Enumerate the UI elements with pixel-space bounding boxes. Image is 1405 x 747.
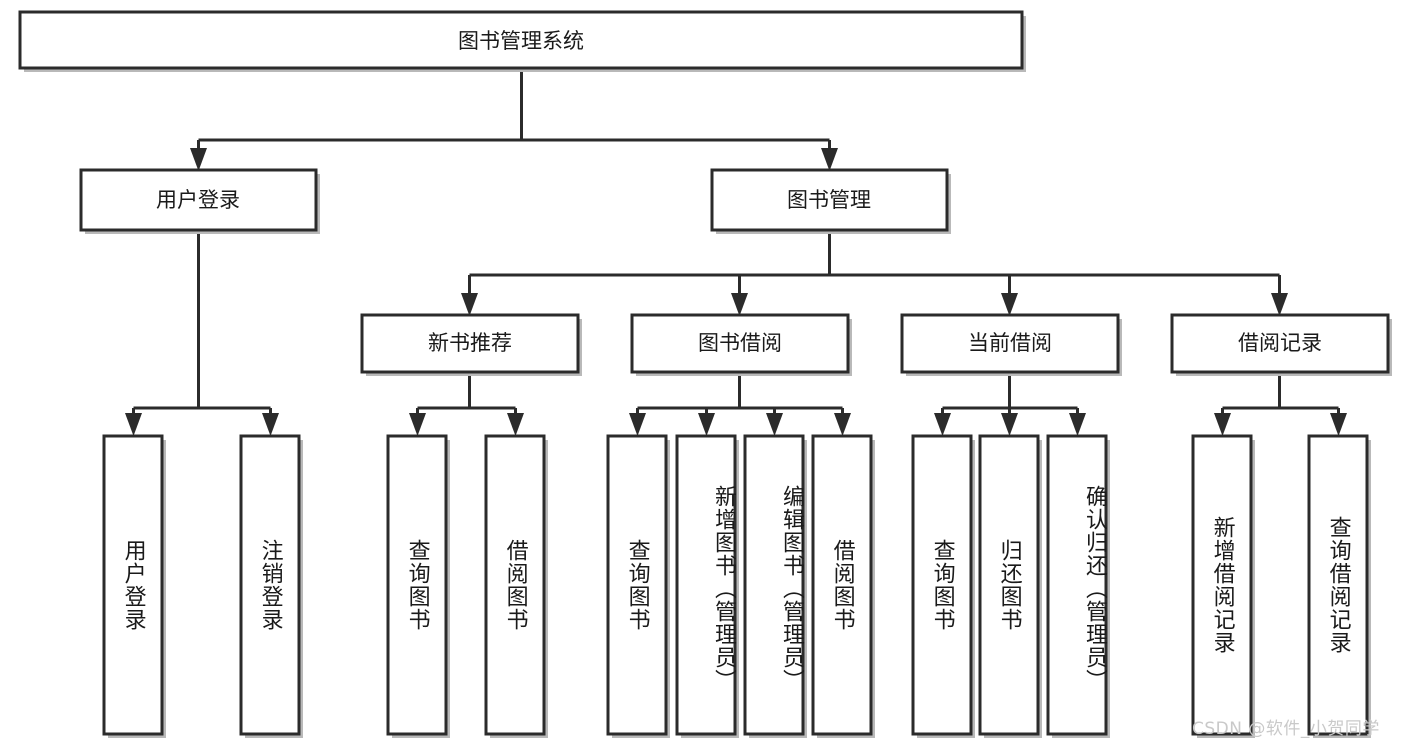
arrow-leaf-borrow-book-2: [834, 413, 851, 436]
connector-layer: [125, 68, 1347, 436]
leaf-query-book-3-box[interactable]: [911, 434, 973, 736]
leaf-add-book-box[interactable]: [675, 434, 737, 736]
node-root-title-label: 图书管理系统: [458, 29, 584, 53]
arrow-leaf-edit-book: [766, 413, 783, 436]
node-root-title-box[interactable]: [18, 10, 1024, 70]
node-current-borrow[interactable]: 当前借阅: [900, 313, 1122, 376]
arrow-to-borrow-record: [1271, 293, 1288, 316]
leaf-borrow-book-1-box[interactable]: [484, 434, 546, 736]
leaf-edit-book-box[interactable]: [743, 434, 805, 736]
node-new-book-recommend-label: 新书推荐: [428, 331, 512, 355]
node-user-login[interactable]: 用户登录: [79, 168, 320, 234]
arrow-leaf-user-login: [125, 413, 142, 436]
node-borrow-record[interactable]: 借阅记录: [1170, 313, 1392, 376]
leaf-query-book-2-box[interactable]: [606, 434, 668, 736]
node-borrow-record-box[interactable]: [1170, 313, 1390, 374]
arrow-to-user-login: [190, 148, 207, 171]
node-user-login-box[interactable]: [79, 168, 318, 232]
csdn-watermark: CSDN @软件_小贺同学: [1192, 719, 1380, 739]
arrow-to-book-borrow: [731, 293, 748, 316]
leaf-borrow-book-2-box[interactable]: [811, 434, 873, 736]
leaf-confirm-return-box[interactable]: [1046, 434, 1108, 736]
node-new-book-recommend[interactable]: 新书推荐: [360, 313, 582, 376]
leaf-node-layer: [102, 434, 1371, 738]
node-user-login-label: 用户登录: [156, 188, 240, 212]
leaf-user-login-box[interactable]: [102, 434, 164, 736]
arrow-leaf-borrow-book-1: [507, 413, 524, 436]
arrow-leaf-query-book-2: [629, 413, 646, 436]
arrow-leaf-logout: [262, 413, 279, 436]
node-root-title[interactable]: 图书管理系统: [18, 10, 1026, 72]
node-current-borrow-box[interactable]: [900, 313, 1120, 374]
node-book-borrow-box[interactable]: [630, 313, 850, 374]
node-book-management-label: 图书管理: [787, 188, 871, 212]
leaf-return-book-box[interactable]: [978, 434, 1040, 736]
arrow-leaf-add-book: [698, 413, 715, 436]
arrow-leaf-confirm-return: [1069, 413, 1086, 436]
node-new-book-recommend-box[interactable]: [360, 313, 580, 374]
node-book-management[interactable]: 图书管理: [710, 168, 951, 234]
arrow-leaf-query-book-3: [934, 413, 951, 436]
node-book-borrow[interactable]: 图书借阅: [630, 313, 852, 376]
node-borrow-record-label: 借阅记录: [1238, 331, 1322, 355]
arrow-to-book-management: [821, 148, 838, 171]
arrow-to-current-borrow: [1001, 293, 1018, 316]
node-book-borrow-label: 图书借阅: [698, 331, 782, 355]
leaf-query-borrow-record-box[interactable]: [1307, 434, 1369, 736]
node-book-management-box[interactable]: [710, 168, 949, 232]
node-current-borrow-label: 当前借阅: [968, 331, 1052, 355]
arrow-leaf-add-borrow-record: [1214, 413, 1231, 436]
arrow-leaf-return-book: [1001, 413, 1018, 436]
arrow-leaf-query-borrow-record: [1330, 413, 1347, 436]
arrow-to-new-book-recommend: [461, 293, 478, 316]
leaf-query-book-1-box[interactable]: [386, 434, 448, 736]
leaf-add-borrow-record-box[interactable]: [1191, 434, 1253, 736]
arrow-leaf-query-book-1: [409, 413, 426, 436]
leaf-logout-box[interactable]: [239, 434, 301, 736]
